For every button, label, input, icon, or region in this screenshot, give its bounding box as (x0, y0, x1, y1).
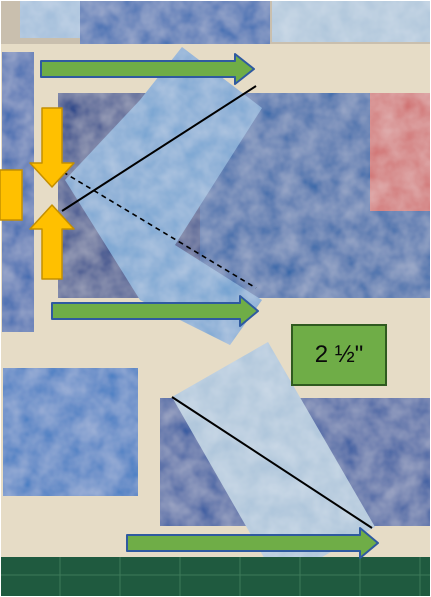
gold-side-tab (0, 169, 23, 221)
pink-block (370, 93, 431, 211)
lower-left-block (3, 368, 138, 496)
green-arrow-top (40, 53, 255, 85)
tilted-lower-block (172, 342, 375, 582)
cut-line-dashed (62, 171, 257, 289)
gold-arrow-up (29, 204, 75, 280)
mat-grid-lines (0, 557, 431, 597)
gold-arrow-down (29, 107, 75, 188)
top-block-blue (80, 0, 270, 44)
cutting-mat (0, 557, 431, 597)
measurement-label-box: 2 ½" (291, 324, 387, 386)
top-block-light (20, 0, 80, 38)
right-blue-block (370, 211, 431, 298)
top-block-pale (272, 0, 431, 42)
green-arrow-middle (51, 295, 259, 327)
tilted-upper-block (65, 47, 262, 345)
measurement-label: 2 ½" (314, 341, 364, 368)
green-arrow-bottom (126, 527, 379, 559)
cut-line-lower (171, 396, 373, 529)
